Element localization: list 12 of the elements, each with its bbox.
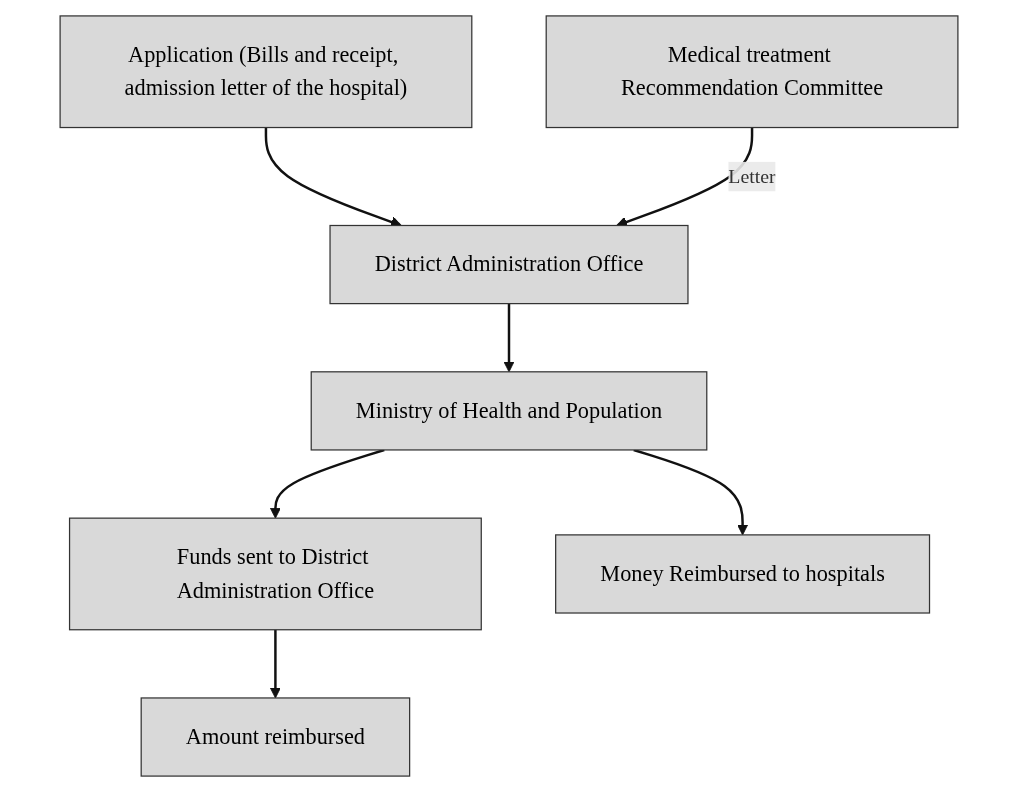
node-box: Amount reimbursed [140, 697, 410, 777]
node-box: Money Reimbursed to hospitals [554, 534, 930, 614]
arrow [503, 303, 514, 373]
node-box: Application (Bills and receipt, admission letter of the hospital) [59, 15, 472, 129]
arrow [269, 448, 385, 519]
node-box: Medical treatment Recommendation Committee [545, 15, 958, 129]
arrow [269, 629, 281, 699]
edge-label: Letter [727, 165, 776, 187]
node-box: Funds sent to District Administration Office [68, 517, 482, 631]
arrow [632, 448, 748, 536]
node-box: Ministry of Health and Population [310, 371, 707, 451]
node-box: District Administration Office [328, 224, 689, 305]
